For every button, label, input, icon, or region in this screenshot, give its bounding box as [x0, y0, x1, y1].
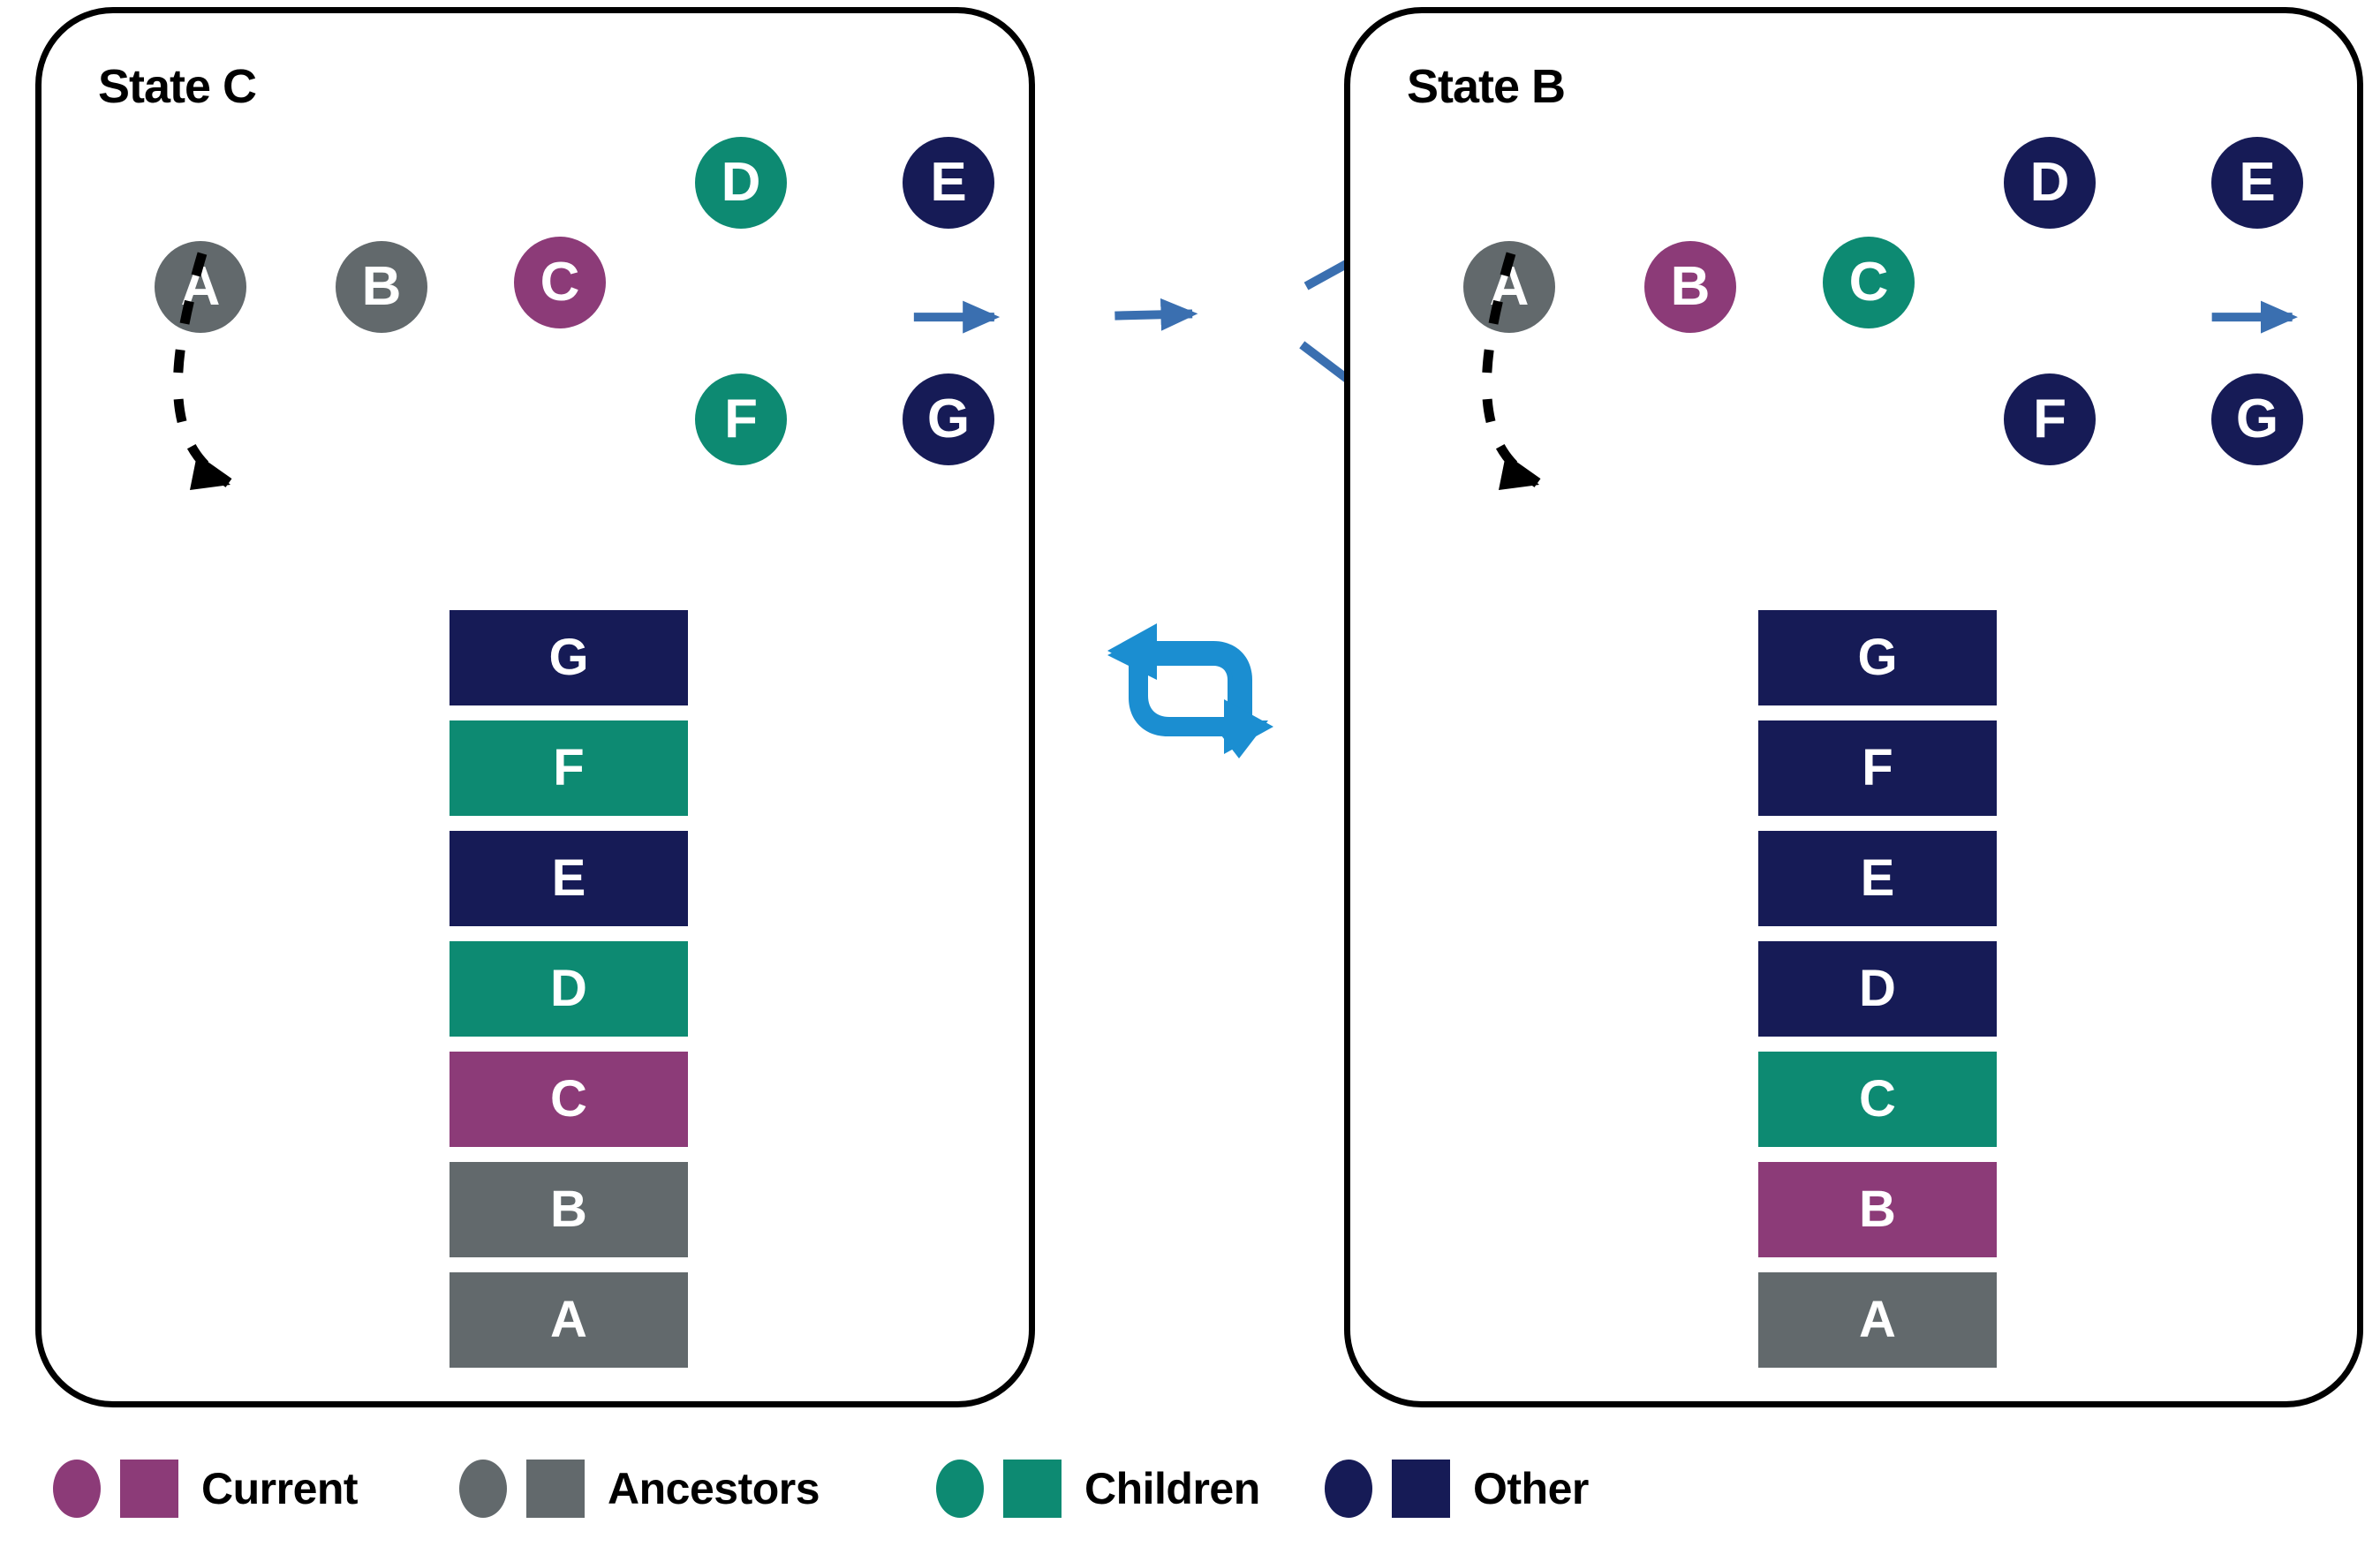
graph-node-label: F: [2033, 388, 2066, 449]
graph-node-b[interactable]: B: [1644, 241, 1736, 333]
stack-bar-label: D: [550, 960, 587, 1017]
graph-node-label: A: [180, 256, 221, 317]
graph-node-label: F: [724, 388, 758, 449]
graph-node-label: C: [1848, 252, 1889, 313]
stack-bar-b[interactable]: B: [450, 1162, 688, 1257]
stack-bar-label: C: [550, 1070, 587, 1128]
graph-node-label: E: [930, 152, 967, 213]
graph-node-label: D: [721, 152, 761, 213]
graph-node-a[interactable]: A: [1463, 241, 1555, 333]
legend-item-current: Current: [53, 1445, 359, 1533]
stack-bar-label: G: [1857, 629, 1898, 686]
legend-circle-swatch: [1325, 1460, 1372, 1518]
stack-bar-a[interactable]: A: [450, 1272, 688, 1368]
legend-circle-swatch: [936, 1460, 984, 1518]
graph-edge-b-c: [1114, 298, 1198, 331]
legend-circle-swatch: [53, 1460, 101, 1518]
stack-bar-b[interactable]: B: [1758, 1162, 1997, 1257]
graph-node-label: E: [2239, 152, 2276, 213]
graph-node-c[interactable]: C: [1823, 237, 1915, 328]
stack-bar-label: F: [553, 739, 585, 796]
legend-square-swatch: [120, 1460, 178, 1518]
graph-node-g[interactable]: G: [2211, 373, 2303, 465]
stack-bar-a[interactable]: A: [1758, 1272, 1997, 1368]
stack-bar-label: D: [1859, 960, 1896, 1017]
legend-label: Children: [1084, 1464, 1260, 1513]
graph-node-e[interactable]: E: [2211, 137, 2303, 229]
stack-bar-label: F: [1862, 739, 1893, 796]
graph-node-label: B: [1670, 256, 1711, 317]
panel-title-left: State C: [98, 60, 257, 113]
graph-node-e[interactable]: E: [903, 137, 994, 229]
stack-bar-e[interactable]: E: [1758, 831, 1997, 926]
panel-title-right: State B: [1407, 60, 1566, 113]
graph-node-d[interactable]: D: [2004, 137, 2096, 229]
graph-node-label: D: [2029, 152, 2070, 213]
stack-bar-f[interactable]: F: [1758, 720, 1997, 816]
stack-bar-d[interactable]: D: [1758, 941, 1997, 1037]
graph-node-c[interactable]: C: [514, 237, 606, 328]
stack-bar-label: B: [550, 1181, 587, 1238]
stack-bar-label: E: [1860, 849, 1895, 907]
graph-node-b[interactable]: B: [336, 241, 427, 333]
graph-node-f[interactable]: F: [2004, 373, 2096, 465]
stack-bar-label: A: [1859, 1291, 1896, 1348]
graph-node-label: G: [2235, 388, 2279, 449]
stack-bar-g[interactable]: G: [1758, 610, 1997, 705]
graph-node-label: A: [1489, 256, 1530, 317]
stack-bar-d[interactable]: D: [450, 941, 688, 1037]
stack-bar-label: B: [1859, 1181, 1896, 1238]
swap-arrows-icon-shape[interactable]: [1102, 609, 1279, 768]
legend-item-children: Children: [936, 1445, 1260, 1533]
legend-label: Ancestors: [608, 1464, 820, 1513]
legend-item-ancestors: Ancestors: [459, 1445, 820, 1533]
legend: Current Ancestors Children Other: [53, 1445, 1643, 1533]
legend-label: Current: [201, 1464, 359, 1513]
graph-node-g[interactable]: G: [903, 373, 994, 465]
stack-bar-label: E: [551, 849, 586, 907]
stack-bar-g[interactable]: G: [450, 610, 688, 705]
stack-bar-c[interactable]: C: [450, 1052, 688, 1147]
legend-circle-swatch: [459, 1460, 507, 1518]
legend-square-swatch: [1003, 1460, 1062, 1518]
legend-square-swatch: [1392, 1460, 1450, 1518]
graph-node-label: B: [361, 256, 402, 317]
graph-node-d[interactable]: D: [695, 137, 787, 229]
stack-bar-e[interactable]: E: [450, 831, 688, 926]
graph-node-label: G: [926, 388, 971, 449]
graph-node-a[interactable]: A: [155, 241, 246, 333]
legend-label: Other: [1473, 1464, 1589, 1513]
stack-bar-label: G: [548, 629, 589, 686]
legend-item-other: Other: [1325, 1445, 1589, 1533]
legend-square-swatch: [526, 1460, 585, 1518]
graph-node-label: C: [540, 252, 580, 313]
stack-bar-c[interactable]: C: [1758, 1052, 1997, 1147]
graph-node-f[interactable]: F: [695, 373, 787, 465]
stack-bar-label: C: [1859, 1070, 1896, 1128]
stack-bar-f[interactable]: F: [450, 720, 688, 816]
stack-bar-label: A: [550, 1291, 587, 1348]
